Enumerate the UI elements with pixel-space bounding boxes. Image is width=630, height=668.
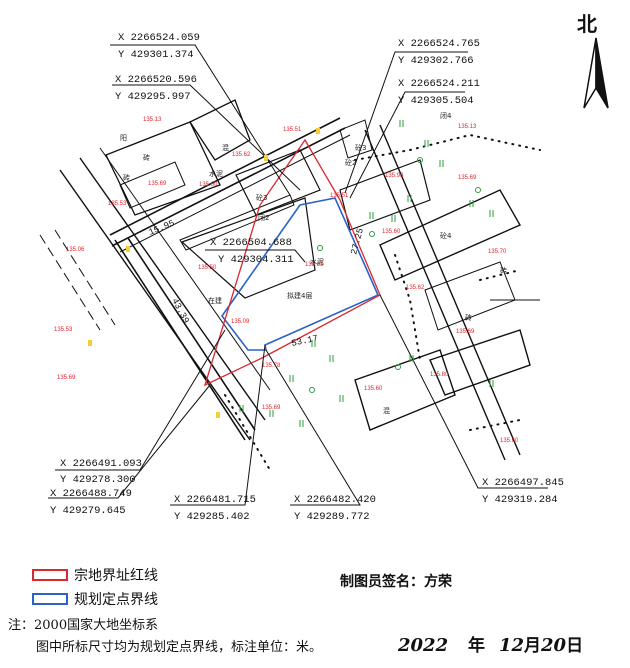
area-label: 砼3 xyxy=(256,193,267,202)
area-label: 砼3 xyxy=(355,143,366,152)
leader-lines xyxy=(48,44,548,506)
date-year-suffix: 年 xyxy=(468,636,486,656)
elevation-value: 135.53 xyxy=(54,327,73,333)
date-month: 12 xyxy=(498,635,525,656)
area-label: 闭2 xyxy=(258,214,269,222)
elevation-value: 135.80 xyxy=(430,372,449,378)
coord-6-y: Y 429278.300 xyxy=(60,474,136,486)
area-label: 混 xyxy=(383,406,390,415)
blue-line-swatch xyxy=(32,593,68,605)
elevation-value: 135.69 xyxy=(262,405,281,411)
coord-9-y: Y 429285.402 xyxy=(174,511,250,523)
area-label: 砼2 xyxy=(345,158,356,167)
elevation-value: 135.69 xyxy=(57,375,76,381)
coord-4-y: Y 429305.504 xyxy=(398,95,474,107)
elevation-value: 135.78 xyxy=(262,363,281,369)
marker-points xyxy=(88,128,320,418)
coord-4-x: X 2266524.211 xyxy=(398,78,480,90)
elevation-value: 135.60 xyxy=(364,386,383,392)
north-arrow-icon xyxy=(583,37,609,109)
elevation-points: 135.13 135.69 135.60 135.62 135.51 135.5… xyxy=(54,117,519,444)
coordinate-labels: X 2266524.059 Y 429301.374 X 2266524.765… xyxy=(50,32,564,523)
elevation-value: 135.63 xyxy=(305,262,324,268)
parcel-boundary-line xyxy=(203,138,381,387)
area-label: 水泥 xyxy=(209,169,223,178)
elevation-value: 135.69 xyxy=(456,329,475,335)
elevation-value: 135.53 xyxy=(108,201,127,207)
elevation-value: 135.09 xyxy=(231,319,250,325)
tree-marks xyxy=(309,157,481,393)
area-label: 砼4 xyxy=(440,231,452,240)
north-label: 北 xyxy=(577,12,597,36)
date-year: 2022 xyxy=(398,635,449,656)
coord-6-x: X 2266491.093 xyxy=(60,458,142,470)
base-map-lines xyxy=(39,99,540,461)
coord-3-y: Y 429295.997 xyxy=(115,91,191,103)
elevation-value: 135.13 xyxy=(458,124,477,130)
elevation-value: 135.06 xyxy=(66,247,85,253)
note-line-1: 注：2000国家大地坐标系 xyxy=(8,618,159,633)
area-label: 砖 xyxy=(123,173,130,182)
legend-label: 规划定点界线 xyxy=(74,592,158,608)
coord-7-x: X 2266497.845 xyxy=(482,477,564,489)
elevation-value: 135.62 xyxy=(232,152,251,158)
coord-5-x: X 2266504.688 xyxy=(210,237,292,249)
coord-9-x: X 2266481.715 xyxy=(174,494,256,506)
coord-7-y: Y 429319.284 xyxy=(482,494,558,506)
elevation-value: 135.51 xyxy=(283,127,302,133)
area-label: 砖 xyxy=(500,266,507,275)
coord-3-x: X 2266520.596 xyxy=(115,74,197,86)
coord-5-y: Y 429304.311 xyxy=(218,254,294,266)
elevation-value: 135.69 xyxy=(148,181,167,187)
area-label: 砖 xyxy=(143,153,150,162)
date-day: 20 xyxy=(541,635,567,656)
elevation-value: 135.60 xyxy=(500,438,519,444)
elevation-value: 135.60 xyxy=(199,182,218,188)
coord-2-x: X 2266524.765 xyxy=(398,38,480,50)
site-plan-map: X 2266524.059 Y 429301.374 X 2266524.765… xyxy=(39,32,609,523)
coord-1-y: Y 429301.374 xyxy=(118,49,194,61)
dotted-boundaries xyxy=(224,133,541,471)
coord-10-x: X 2266482.420 xyxy=(294,494,376,506)
area-label: 闭4 xyxy=(440,112,452,120)
area-label: 拟建4层 xyxy=(287,291,312,300)
date-month-suffix: 月 xyxy=(524,636,542,656)
elevation-value: 135.93 xyxy=(385,173,404,179)
legend-item-red-line: 宗地界址红线 xyxy=(32,565,158,585)
signer-label: 制图员签名：方荣 xyxy=(340,574,452,590)
vegetation-marks xyxy=(239,120,494,427)
elevation-value: 135.69 xyxy=(458,175,477,181)
coord-8-x: X 2266488.749 xyxy=(50,488,132,500)
elevation-value: 135.60 xyxy=(382,229,401,235)
note-line-2: 图中所标尺寸均为规划定点界线，标注单位：米。 xyxy=(36,640,323,655)
area-label: 水泥 xyxy=(310,257,324,266)
elevation-value: 135.50 xyxy=(198,265,217,271)
elevation-value: 135.51 xyxy=(330,193,349,199)
dimension-label: 27.25 xyxy=(349,227,366,256)
legend-item-blue-line: 规划定点界线 xyxy=(32,589,158,609)
legend-label: 宗地界址红线 xyxy=(74,568,158,584)
elevation-value: 135.62 xyxy=(406,285,425,291)
coord-2-y: Y 429302.766 xyxy=(398,55,474,67)
area-labels: 混 砖 水泥 砼3 砼4 在建 拟建4层 砼3 砼2 闭2 闭4 砖 砖 阳 混… xyxy=(120,112,507,415)
area-label: 混 xyxy=(222,143,229,152)
coord-8-y: Y 429279.645 xyxy=(50,505,126,517)
area-label: 在建 xyxy=(208,296,222,305)
red-line-swatch xyxy=(32,569,68,581)
coord-10-y: Y 429289.772 xyxy=(294,511,370,523)
date-day-suffix: 日 xyxy=(566,636,584,656)
area-label: 砖 xyxy=(465,313,472,322)
elevation-value: 135.13 xyxy=(143,117,162,123)
elevation-value: 135.70 xyxy=(488,249,507,255)
area-label: 阳 xyxy=(120,133,127,142)
coord-1-x: X 2266524.059 xyxy=(118,32,200,44)
handwritten-date: 2022 年 12月20日 xyxy=(398,631,583,656)
planning-boundary-line xyxy=(221,197,380,351)
